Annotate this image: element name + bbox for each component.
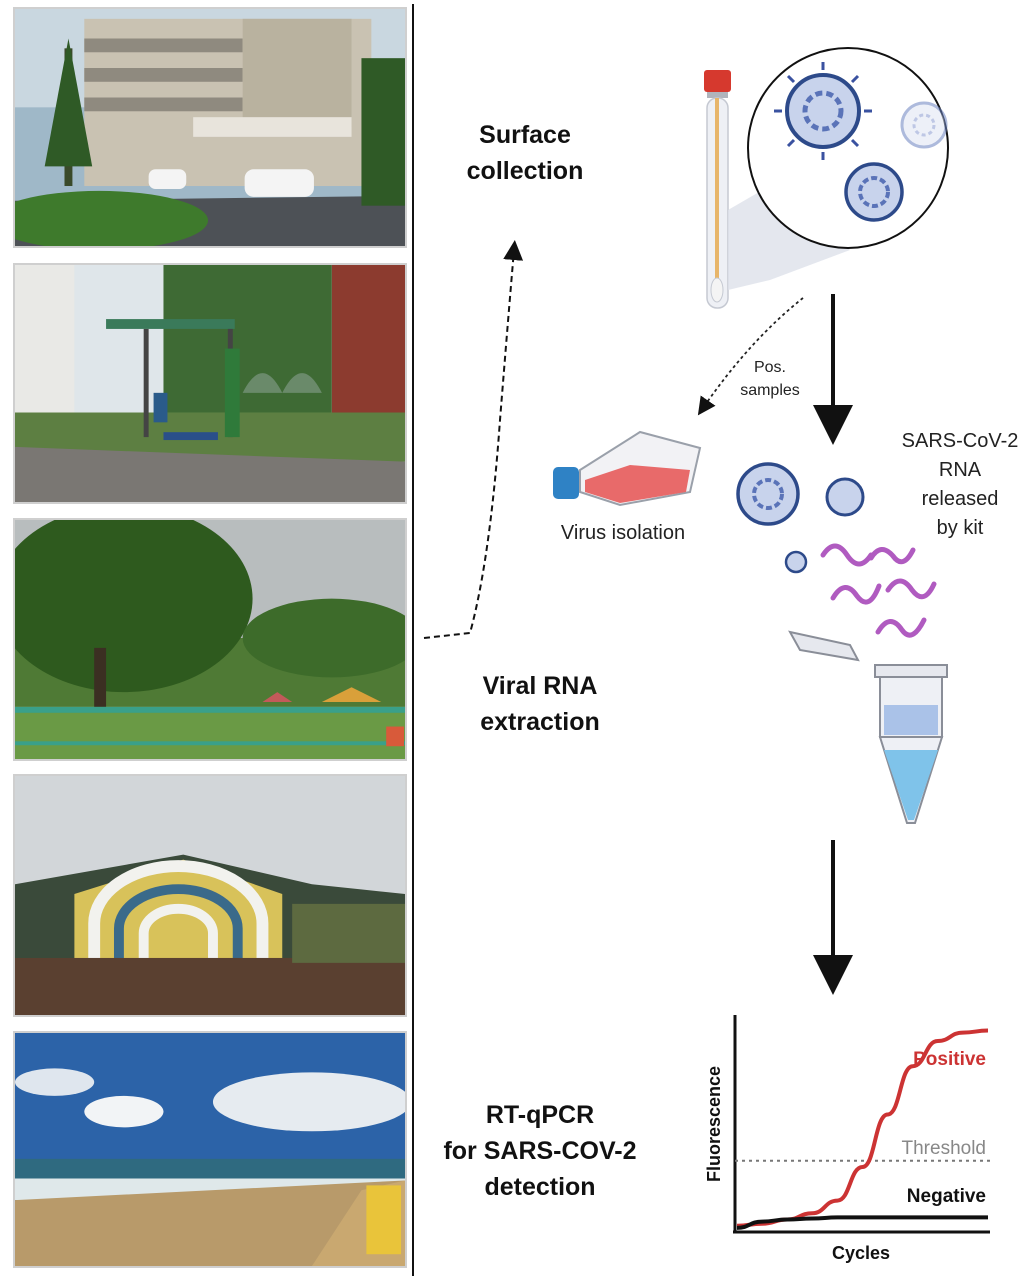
label-pos-samples: Pos. samples [740,359,800,399]
photo-market [13,774,407,1017]
dashed-arrow-to-collection [423,240,524,639]
legend-negative: Negative [907,1186,986,1207]
zoom-circle-icon [747,47,949,249]
series-line-negative [736,1215,988,1230]
legend-threshold: Threshold [902,1138,987,1159]
zoom-cone [728,180,850,290]
swab-tube-icon [704,70,731,309]
virus-icon [784,550,808,574]
step-surface-collection: Surface collection [466,121,584,185]
y-axis-label: Fluorescence [704,1066,724,1182]
label-virus-isolation: Virus isolation [560,522,686,544]
virus-icon [825,477,865,517]
photo-hospital [13,7,407,248]
x-axis-label: Cycles [832,1243,890,1263]
virus-icon [774,62,872,160]
qpcr-chart: Positive Threshold Negative Cycles Fluor… [704,1015,990,1263]
virus-icon [736,462,800,526]
microcentrifuge-tube-icon [788,630,948,824]
photo-bus-stop [13,263,407,504]
virus-icon [900,101,948,149]
rna-strand-icon [820,543,937,638]
photo-park [13,518,407,761]
legend-positive: Positive [913,1049,986,1070]
virus-icon [844,162,904,222]
culture-flask-icon [553,430,702,507]
label-rna-released: SARS-CoV-2 RNA released by kit [901,430,1019,539]
step-viral-rna-extraction: Viral RNA extraction [480,672,600,736]
vertical-divider [412,4,414,1276]
step-rtqpcr: RT-qPCR for SARS-COV-2 detection [443,1101,637,1201]
photo-beach [13,1031,407,1268]
